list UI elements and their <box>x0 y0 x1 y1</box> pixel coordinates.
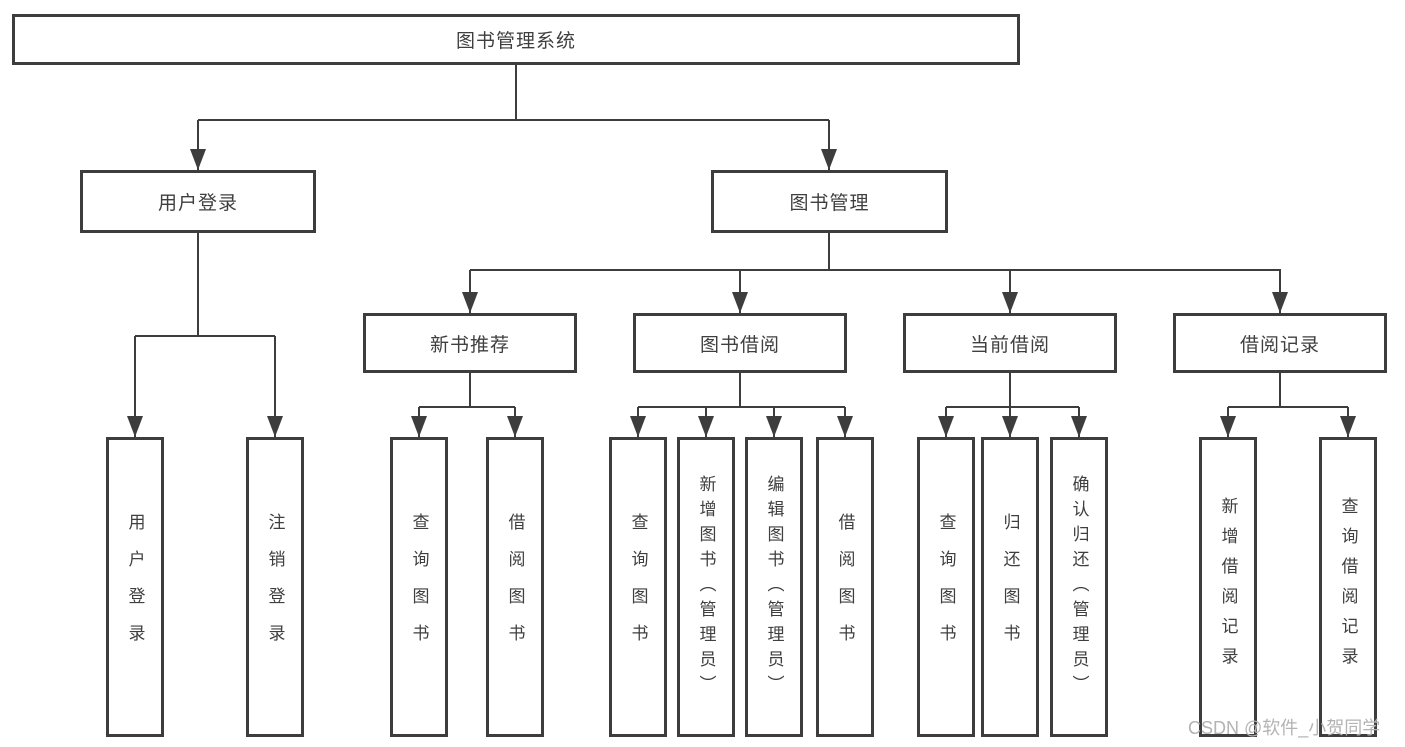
arrowhead-down-icon <box>837 416 853 437</box>
node-library-management-system: 图书管理系统 <box>12 14 1020 65</box>
leaf-label: 查询图书 <box>628 513 648 661</box>
leaf-edit-book-admin: 编辑图书（管理员） <box>745 437 803 737</box>
leaf-label: 编辑图书（管理员） <box>764 474 784 700</box>
connector-vline <box>739 270 741 313</box>
connector-vline <box>197 233 199 336</box>
leaf-label: 用户登录 <box>125 513 145 661</box>
connector-hline <box>419 406 515 408</box>
watermark: CSDN @软件_小贺同学 <box>1188 718 1381 738</box>
leaf-label: 查询借阅记录 <box>1338 497 1358 677</box>
connector-vline <box>515 65 517 120</box>
connector-vline <box>1279 373 1281 407</box>
leaf-label: 查询图书 <box>409 513 429 661</box>
leaf-add-borrow-record: 新增借阅记录 <box>1199 437 1257 737</box>
node-label: 用户登录 <box>157 193 238 214</box>
arrowhead-down-icon <box>507 416 523 437</box>
node-current-borrow: 当前借阅 <box>903 313 1117 373</box>
leaf-confirm-return-admin: 确认归还（管理员） <box>1050 437 1108 737</box>
arrowhead-down-icon <box>630 416 646 437</box>
connector-vline <box>134 336 136 437</box>
arrowhead-down-icon <box>1071 416 1087 437</box>
leaf-borrow-book-1: 借阅图书 <box>486 437 544 737</box>
arrowhead-down-icon <box>938 416 954 437</box>
node-label: 图书管理 <box>789 193 870 214</box>
arrowhead-down-icon <box>766 416 782 437</box>
connector-hline <box>135 335 275 337</box>
connector-vline <box>1009 270 1011 313</box>
arrowhead-down-icon <box>821 149 837 170</box>
node-label: 图书管理系统 <box>455 31 576 52</box>
leaf-label: 新增图书（管理员） <box>696 474 716 700</box>
leaf-label: 确认归还（管理员） <box>1069 474 1089 700</box>
leaf-label: 借阅图书 <box>835 513 855 661</box>
connector-hline <box>470 269 1281 271</box>
arrowhead-down-icon <box>698 416 714 437</box>
connector-vline <box>274 336 276 437</box>
leaf-label: 借阅图书 <box>505 513 525 661</box>
arrowhead-down-icon <box>462 292 478 313</box>
node-new-book-recommend: 新书推荐 <box>363 313 577 373</box>
arrowhead-down-icon <box>411 416 427 437</box>
leaf-label: 新增借阅记录 <box>1218 497 1238 677</box>
node-label: 借阅记录 <box>1239 334 1320 356</box>
connector-vline <box>1009 373 1011 407</box>
leaf-query-book-1: 查询图书 <box>390 437 448 737</box>
node-user-login: 用户登录 <box>80 170 316 233</box>
connector-hline <box>638 406 845 408</box>
connector-vline <box>739 373 741 407</box>
leaf-label: 归还图书 <box>1000 513 1020 661</box>
arrowhead-down-icon <box>1002 416 1018 437</box>
leaf-label: 查询图书 <box>936 513 956 661</box>
node-borrow-record: 借阅记录 <box>1173 313 1387 373</box>
arrowhead-down-icon <box>127 416 143 437</box>
connector-hline <box>946 406 1079 408</box>
leaf-query-book-3: 查询图书 <box>917 437 975 737</box>
arrowhead-down-icon <box>190 149 206 170</box>
connector-vline <box>1279 270 1281 313</box>
arrowhead-down-icon <box>1002 292 1018 313</box>
connector-vline <box>469 373 471 407</box>
connector-vline <box>197 120 199 170</box>
node-label: 新书推荐 <box>429 334 510 356</box>
arrowhead-down-icon <box>1272 292 1288 313</box>
connector-hline <box>1228 406 1348 408</box>
leaf-user-login: 用户登录 <box>106 437 164 737</box>
node-book-management: 图书管理 <box>711 170 948 233</box>
leaf-query-book-2: 查询图书 <box>609 437 667 737</box>
arrowhead-down-icon <box>732 292 748 313</box>
node-book-borrow: 图书借阅 <box>633 313 847 373</box>
leaf-add-book-admin: 新增图书（管理员） <box>677 437 735 737</box>
leaf-logout: 注销登录 <box>246 437 304 737</box>
leaf-query-borrow-record: 查询借阅记录 <box>1319 437 1377 737</box>
leaf-label: 注销登录 <box>265 513 285 661</box>
connector-vline <box>828 120 830 170</box>
connector-hline <box>198 119 829 121</box>
arrowhead-down-icon <box>267 416 283 437</box>
connector-vline <box>469 270 471 313</box>
connector-vline <box>828 233 830 270</box>
arrowhead-down-icon <box>1340 416 1356 437</box>
leaf-return-book: 归还图书 <box>981 437 1039 737</box>
arrowhead-down-icon <box>1220 416 1236 437</box>
leaf-borrow-book-2: 借阅图书 <box>816 437 874 737</box>
node-label: 图书借阅 <box>699 334 780 356</box>
node-label: 当前借阅 <box>969 334 1050 356</box>
